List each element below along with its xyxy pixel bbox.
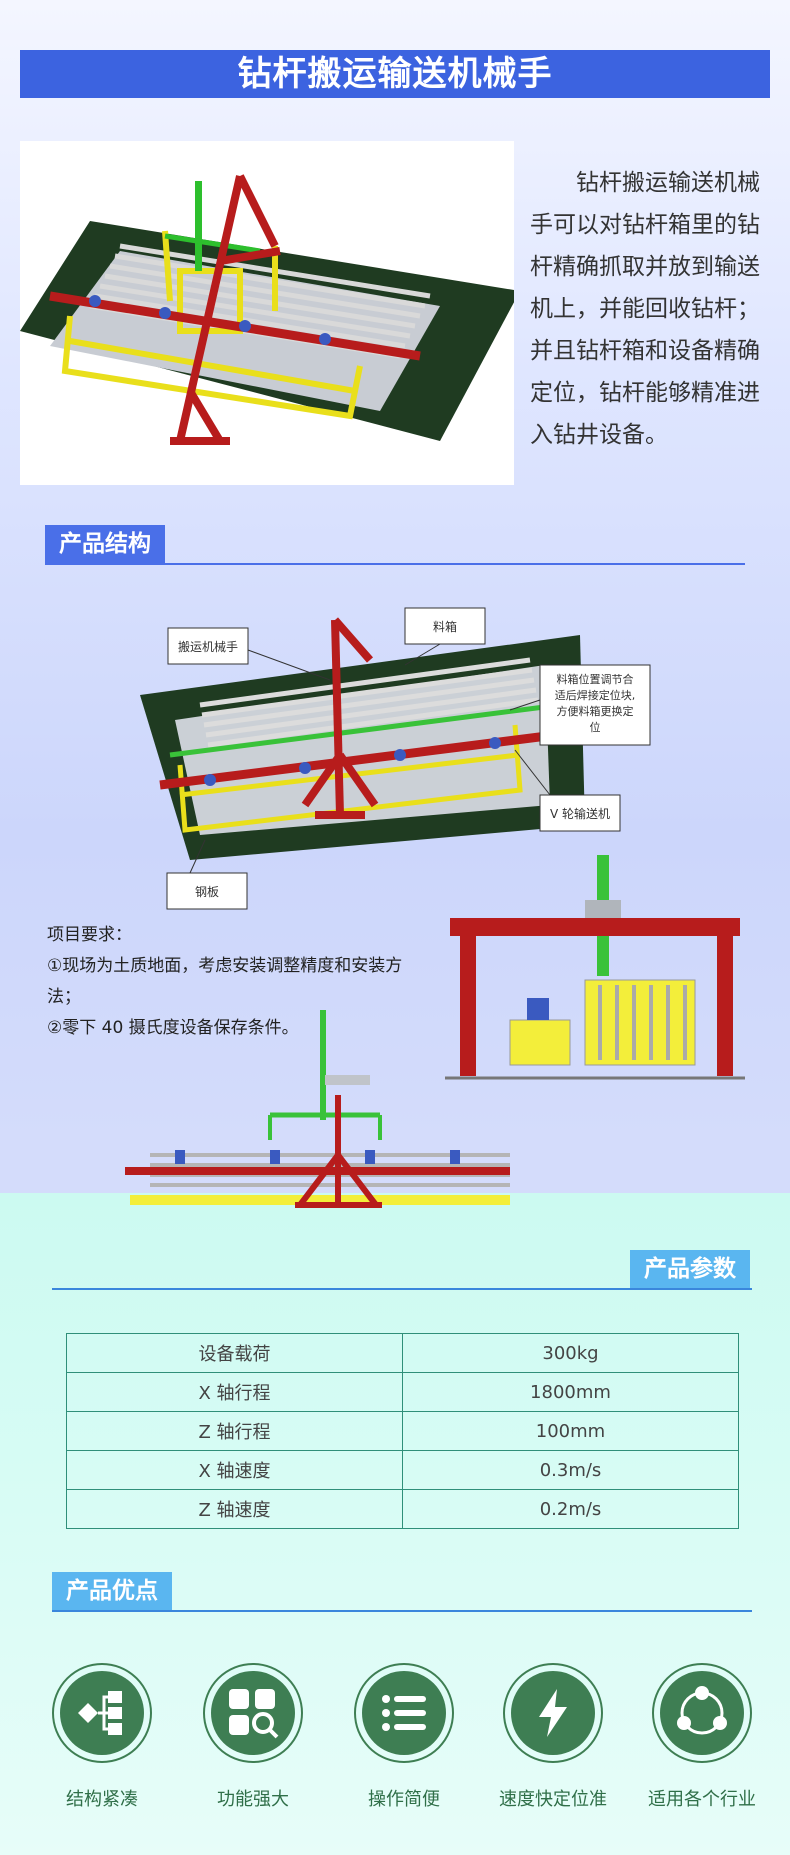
lightning-icon [539, 1689, 567, 1737]
table-row: X 轴行程 1800mm [66, 1372, 739, 1412]
structure-diagram: 搬运机械手 料箱 料箱位置调节合 适后焊接定位块, 方便料箱更换定 位 V 轮输… [140, 605, 660, 925]
table-row: 设备载荷 300kg [66, 1333, 739, 1373]
table-row: Z 轴速度 0.2m/s [66, 1489, 739, 1529]
param-name: Z 轴行程 [66, 1411, 403, 1451]
hero-machine-image [20, 141, 514, 485]
param-value: 1800mm [402, 1372, 739, 1412]
section-tag-advantages: 产品优点 [52, 1572, 172, 1610]
callout-adjust-line2: 适后焊接定位块, [555, 688, 636, 702]
table-row: X 轴速度 0.3m/s [66, 1450, 739, 1490]
requirements-heading: 项目要求： [47, 925, 132, 945]
table-row: Z 轴行程 100mm [66, 1411, 739, 1451]
front-view-drawing [445, 850, 745, 1090]
callout-adjust-line3: 方便料箱更换定 [557, 704, 634, 718]
section-underline-structure [45, 563, 745, 565]
callout-adjust-line4: 位 [590, 720, 601, 734]
param-value: 0.2m/s [402, 1489, 739, 1529]
param-name: 设备载荷 [66, 1333, 403, 1373]
callout-plate: 钢板 [195, 885, 219, 899]
advantage-item: 速度快定位准 [498, 1663, 608, 1811]
section-tag-params: 产品参数 [630, 1250, 750, 1288]
advantage-item: 适用各个行业 [647, 1663, 757, 1811]
apps-search-icon [229, 1689, 279, 1739]
callout-adjust-line1: 料箱位置调节合 [557, 672, 634, 686]
requirement-item-2: ②零下 40 摄氏度设备保存条件。 [47, 1018, 299, 1038]
section-tag-structure: 产品结构 [45, 525, 165, 563]
param-value: 300kg [402, 1333, 739, 1373]
advantage-label: 速度快定位准 [499, 1789, 607, 1810]
callout-robot: 搬运机械手 [178, 639, 238, 654]
advantage-label: 结构紧凑 [66, 1789, 138, 1810]
requirement-item-1: ①现场为土质地面，考虑安装调整精度和安装方法； [47, 956, 403, 1007]
page-title: 钻杆搬运输送机械手 [20, 50, 770, 98]
cycle-icon [677, 1686, 727, 1735]
param-value: 0.3m/s [402, 1450, 739, 1490]
callout-conveyor: V 轮输送机 [550, 806, 610, 821]
param-name: X 轴行程 [66, 1372, 403, 1412]
list-icon [382, 1695, 426, 1731]
param-name: X 轴速度 [66, 1450, 403, 1490]
structure-icon [78, 1691, 122, 1735]
side-view-drawing [120, 1005, 520, 1210]
advantage-item: 操作简便 [349, 1663, 459, 1811]
intro-paragraph: 钻杆搬运输送机械手可以对钻杆箱里的钻杆精确抓取并放到输送机上，并能回收钻杆；并且… [530, 170, 760, 448]
advantage-item: 结构紧凑 [47, 1663, 157, 1811]
advantage-item: 功能强大 [198, 1663, 308, 1811]
advantage-label: 操作简便 [368, 1789, 440, 1810]
section-underline-params [52, 1288, 752, 1290]
project-requirements: 项目要求： ①现场为土质地面，考虑安装调整精度和安装方法； ②零下 40 摄氏度… [47, 920, 407, 1044]
callout-box: 料箱 [433, 619, 457, 634]
section-underline-advantages [52, 1610, 752, 1612]
advantage-label: 功能强大 [217, 1789, 289, 1810]
param-name: Z 轴速度 [66, 1489, 403, 1529]
param-value: 100mm [402, 1411, 739, 1451]
params-table: 设备载荷 300kg X 轴行程 1800mm Z 轴行程 100mm X 轴速… [66, 1333, 739, 1529]
advantage-label: 适用各个行业 [648, 1789, 756, 1810]
